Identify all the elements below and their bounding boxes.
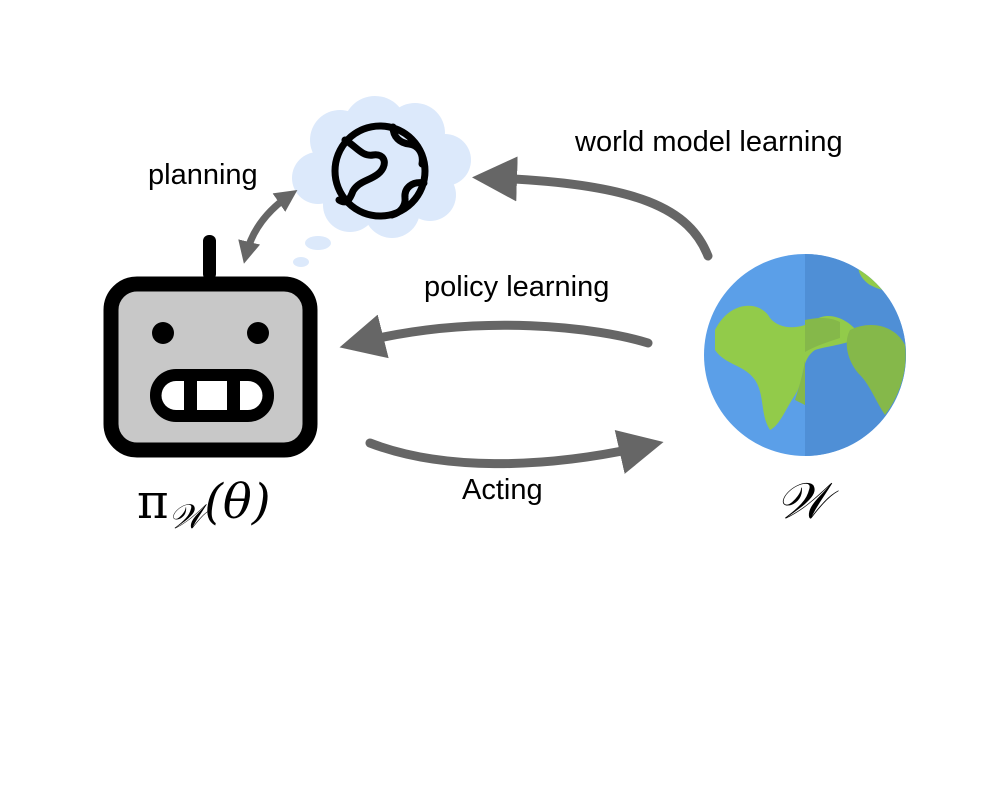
policy-learning-arrow xyxy=(339,314,653,359)
acting-arrow xyxy=(365,430,664,474)
robot-right-eye xyxy=(247,322,269,344)
agent-subscript: 𝒲 xyxy=(168,497,205,537)
policy-learning-label: policy learning xyxy=(424,271,610,303)
globe-outline-icon xyxy=(331,122,429,220)
robot-head xyxy=(103,276,318,458)
robot-left-eye xyxy=(152,322,174,344)
acting-label: Acting xyxy=(462,474,543,506)
world-model-learning-label: world model learning xyxy=(575,126,843,158)
world-symbol: 𝒲 xyxy=(776,472,829,530)
planning-arrow xyxy=(238,189,298,264)
thought-cloud-icon xyxy=(292,96,471,267)
earth-icon xyxy=(704,254,906,456)
agent-policy-symbol: π𝒲(θ) xyxy=(137,478,271,534)
robot-antenna xyxy=(203,235,216,280)
robot-tooth-right xyxy=(240,381,263,410)
planning-label: planning xyxy=(148,159,258,191)
world-model-learning-arrow xyxy=(472,156,713,261)
thought-bubble-large xyxy=(305,236,331,250)
robot-icon xyxy=(103,235,318,458)
robot-tooth-left xyxy=(161,381,184,410)
agent-pi: π xyxy=(137,474,169,530)
robot-tooth-center xyxy=(197,381,227,410)
agent-argument: (θ) xyxy=(204,474,271,530)
thought-bubble-small xyxy=(293,257,309,267)
